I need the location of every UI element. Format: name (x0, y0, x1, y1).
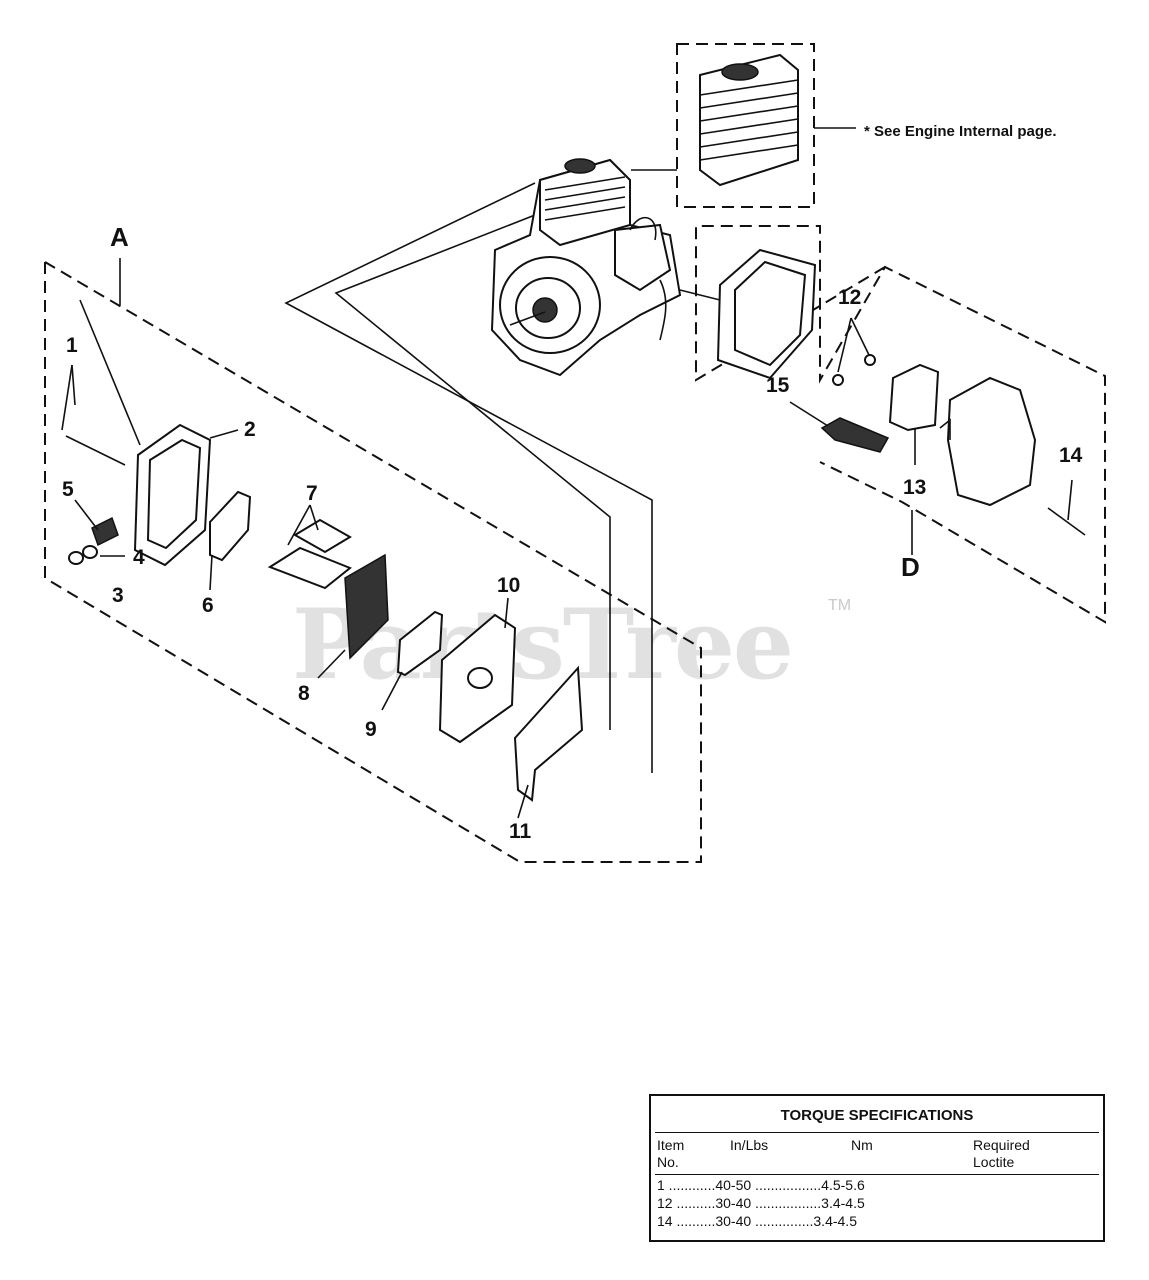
group-d-label: D (901, 552, 920, 582)
part-label-8: 8 (298, 682, 310, 705)
part-6-gasket (209, 490, 252, 562)
leader-14 (1067, 479, 1073, 521)
leader-12b (850, 317, 870, 356)
part-label-11: 11 (509, 820, 532, 843)
leader-7b (309, 504, 319, 531)
part-1-bolt-a (79, 299, 141, 446)
group-a-label: A (110, 222, 129, 252)
part-9-gasket (396, 610, 444, 677)
part-label-7: 7 (306, 482, 318, 505)
part-8-spark-screen (344, 553, 389, 660)
part-12-screw-a (832, 374, 844, 386)
part-14-filter-cover (946, 376, 1037, 507)
engine-internal-box (676, 43, 815, 208)
leader-2 (209, 429, 239, 439)
torque-table-divider (655, 1174, 1099, 1175)
leader-6 (209, 554, 213, 591)
torque-specifications-table: TORQUE SPECIFICATIONS Item No. In/Lbs Nm… (649, 1094, 1105, 1242)
part-3-nut (68, 551, 84, 565)
leader-11 (517, 784, 529, 819)
part-label-14: 14 (1059, 444, 1083, 467)
part-label-3: 3 (112, 584, 124, 607)
frame-inner-line (334, 214, 611, 730)
part-7-tube-b (293, 518, 352, 554)
leader-1b (61, 364, 73, 431)
part-11-deflector (513, 665, 584, 802)
part-label-15: 15 (766, 374, 790, 397)
part-15-filter-element (820, 417, 890, 453)
part-7-tube-a (267, 546, 352, 590)
table-row: 1 ............40-50 .................4.5… (657, 1177, 865, 1193)
torque-table-divider (655, 1132, 1099, 1133)
header-item-no: Item No. (657, 1137, 685, 1170)
part-label-5: 5 (62, 478, 74, 501)
part-1-bolt-b (65, 435, 126, 466)
engine-internal-note: * See Engine Internal page. (864, 123, 1057, 140)
part-13-foam-filter (888, 363, 940, 432)
leader-15 (789, 401, 829, 427)
leader-12a (837, 317, 852, 373)
group-a-outline (44, 261, 702, 863)
leader-1a (71, 364, 76, 406)
table-row: 12 ..........30-40 .................3.4-… (657, 1195, 865, 1211)
watermark-trademark: TM (828, 597, 851, 614)
part-label-10: 10 (497, 574, 520, 597)
leader-9 (381, 671, 403, 711)
leader-10 (504, 597, 509, 629)
part-label-1: 1 (66, 334, 78, 357)
leader-8 (317, 649, 346, 679)
air-filter-housing (679, 248, 817, 380)
leader-5 (74, 499, 99, 531)
table-row: 14 ..........30-40 ...............3.4-4.… (657, 1213, 857, 1229)
leader-7a (287, 504, 311, 546)
part-label-12: 12 (838, 286, 861, 309)
part-label-13: 13 (903, 476, 926, 499)
part-label-9: 9 (365, 718, 377, 741)
part-5-spring (91, 516, 119, 547)
part-14-screw (1047, 507, 1086, 536)
header-in-lbs: In/Lbs (730, 1137, 769, 1153)
cylinder-detail (699, 53, 799, 187)
part-12-screw-b (864, 354, 876, 366)
part-label-6: 6 (202, 594, 214, 617)
part-label-4: 4 (133, 546, 145, 569)
part-label-2: 2 (244, 418, 256, 441)
torque-table-title: TORQUE SPECIFICATIONS (780, 1107, 974, 1124)
part-4-washer (82, 545, 98, 559)
group-d-outline (695, 225, 1106, 624)
engine-assembly (490, 158, 682, 377)
header-nm: Nm (851, 1137, 873, 1153)
header-required-loctite: Required Loctite (973, 1137, 1030, 1170)
